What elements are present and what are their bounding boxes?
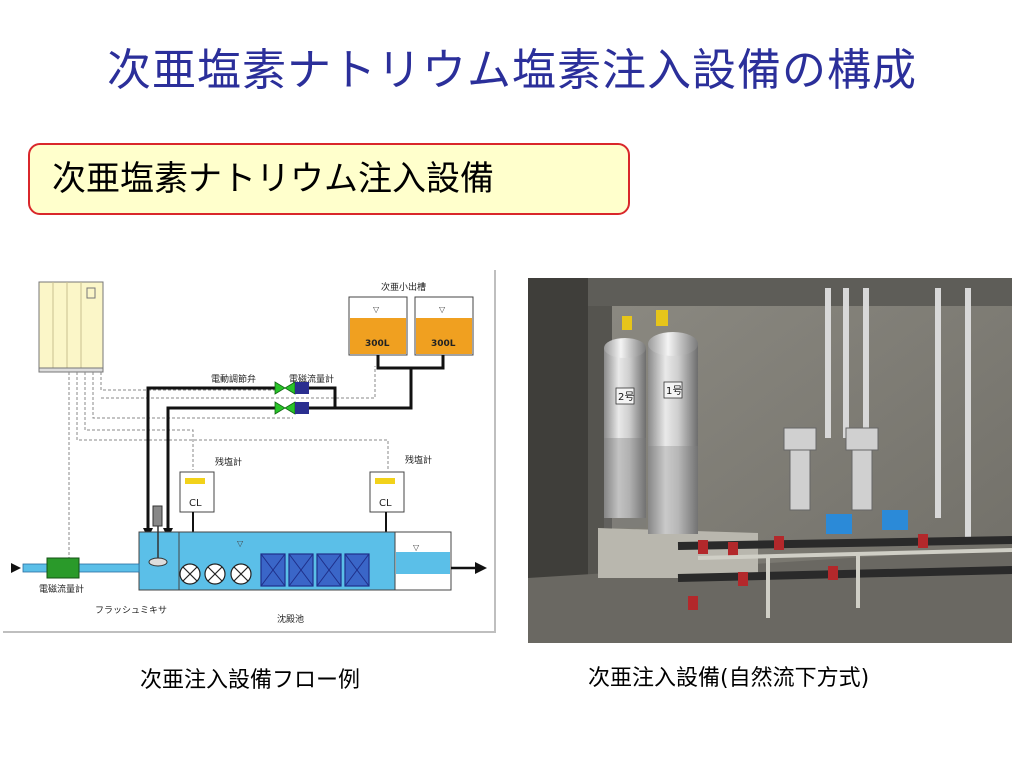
flowmeter-icon — [826, 514, 852, 534]
svg-text:▽: ▽ — [237, 539, 244, 548]
tank-left-volume: 300L — [365, 339, 390, 349]
valve-label: 電動調節弁 — [211, 373, 256, 385]
svg-text:▽: ▽ — [413, 543, 420, 552]
inlet-flowmeter — [46, 557, 80, 579]
settling-basin-label: 沈殿池 — [277, 613, 304, 625]
svg-text:▽: ▽ — [439, 305, 446, 314]
svg-text:▽: ▽ — [373, 305, 380, 314]
tank-group-label: 次亜小出槽 — [381, 281, 426, 293]
tank-no2-label: 2号 — [618, 391, 634, 403]
residual-chlorine-left-label: 残塩計 — [215, 456, 242, 468]
tank-no1-label: 1号 — [666, 385, 682, 397]
flowmeter-icon — [295, 382, 309, 394]
caption-left: 次亜注入設備フロー例 — [140, 668, 361, 693]
caption-right: 次亜注入設備(自然流下方式) — [588, 666, 870, 691]
flash-mixer-label: フラッシュミキサ — [95, 605, 167, 616]
residual-chlorine-right-label: 残塩計 — [405, 454, 432, 466]
control-cabinet — [38, 281, 104, 369]
equipment-photo: 2号 1号 — [528, 278, 1012, 643]
inlet-flowmeter-label: 電磁流量計 — [39, 583, 84, 595]
flow-diagram: 次亜小出槽 300L 300L ▽ ▽ 電動調節弁 電磁流量計 — [3, 270, 496, 633]
cl-right: CL — [379, 498, 392, 509]
subtitle-box: 次亜塩素ナトリウム注入設備 — [28, 143, 630, 215]
tank-right-volume: 300L — [431, 339, 456, 349]
slide-title: 次亜塩素ナトリウム塩素注入設備の構成 — [107, 45, 917, 96]
cl-left: CL — [189, 498, 202, 509]
